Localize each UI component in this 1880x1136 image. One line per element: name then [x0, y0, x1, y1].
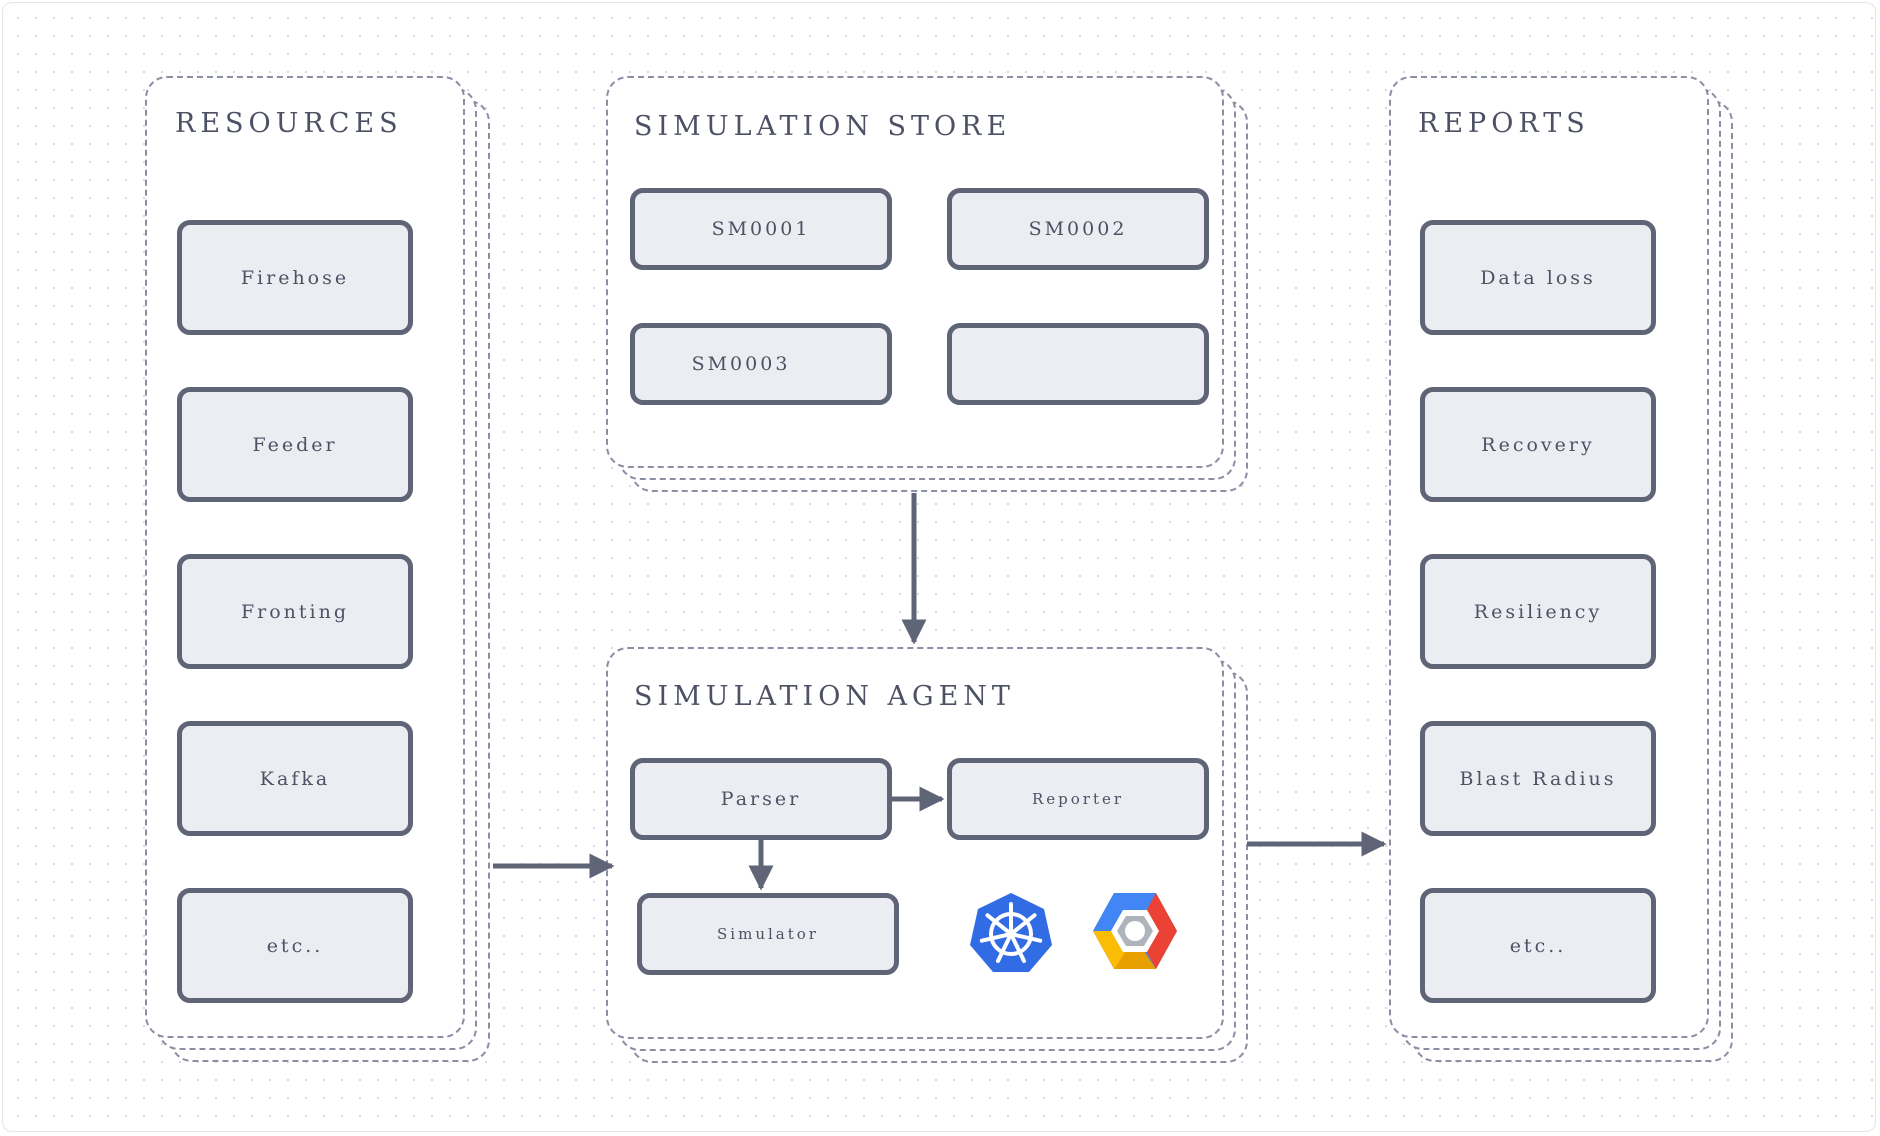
report-recovery[interactable]: Recovery [1420, 387, 1656, 502]
reports-title: REPORTS [1418, 108, 1590, 139]
store-item-sm0003[interactable]: SM0003 [630, 323, 892, 405]
report-resiliency[interactable]: Resiliency [1420, 554, 1656, 669]
resource-feeder[interactable]: Feeder [177, 387, 413, 502]
store-item-sm0002[interactable]: SM0002 [947, 188, 1209, 270]
simulation-store-title: SIMULATION STORE [634, 111, 1012, 142]
report-data-loss[interactable]: Data loss [1420, 220, 1656, 335]
resource-kafka[interactable]: Kafka [177, 721, 413, 836]
resources-title: RESOURCES [175, 108, 403, 139]
simulation-agent-title: SIMULATION AGENT [634, 681, 1015, 712]
agent-reporter[interactable]: Reporter [947, 758, 1209, 840]
store-item-sm0001[interactable]: SM0001 [630, 188, 892, 270]
report-etc[interactable]: etc.. [1420, 888, 1656, 1003]
agent-simulator[interactable]: Simulator [637, 893, 899, 975]
store-item-empty[interactable] [947, 323, 1209, 405]
resource-fronting[interactable]: Fronting [177, 554, 413, 669]
report-blast-radius[interactable]: Blast Radius [1420, 721, 1656, 836]
resource-etc[interactable]: etc.. [177, 888, 413, 1003]
agent-parser[interactable]: Parser [630, 758, 892, 840]
resource-firehose[interactable]: Firehose [177, 220, 413, 335]
kubernetes-icon [970, 893, 1052, 972]
google-cloud-icon [1093, 893, 1177, 969]
